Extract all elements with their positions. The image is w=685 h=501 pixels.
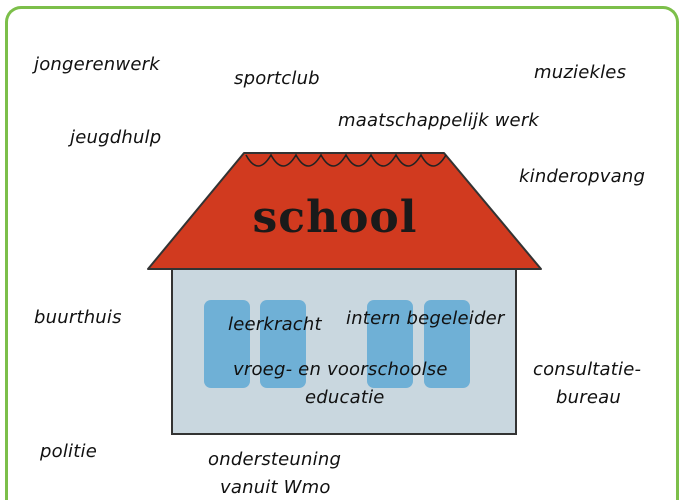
- label-intern-begeleider: intern begeleider: [346, 308, 505, 329]
- roof-trim: [245, 153, 447, 167]
- label-consultatiebureau-line1: consultatie-: [533, 359, 642, 380]
- label-maatschappelijk-werk: maatschappelijk werk: [338, 110, 540, 131]
- label-jeugdhulp: jeugdhulp: [70, 127, 162, 148]
- window-3: [367, 300, 413, 388]
- label-vve-line2: educatie: [305, 387, 385, 408]
- label-buurthuis: buurthuis: [34, 307, 122, 328]
- label-politie: politie: [40, 441, 97, 462]
- label-vve-line1: vroeg- en voorschoolse: [233, 359, 448, 380]
- label-jongerenwerk: jongerenwerk: [34, 54, 160, 75]
- label-consultatiebureau-line2: bureau: [556, 387, 621, 408]
- label-sportclub: sportclub: [234, 68, 320, 89]
- label-leerkracht: leerkracht: [228, 314, 322, 335]
- window-1: [204, 300, 250, 388]
- school-title: school: [252, 192, 418, 243]
- label-wmo-line2: vanuit Wmo: [220, 477, 331, 498]
- label-kinderopvang: kinderopvang: [519, 166, 646, 187]
- label-muziekles: muziekles: [534, 62, 627, 83]
- window-2: [260, 300, 306, 388]
- house-roof: [147, 152, 542, 270]
- window-4: [424, 300, 470, 388]
- label-wmo-line1: ondersteuning: [208, 449, 342, 470]
